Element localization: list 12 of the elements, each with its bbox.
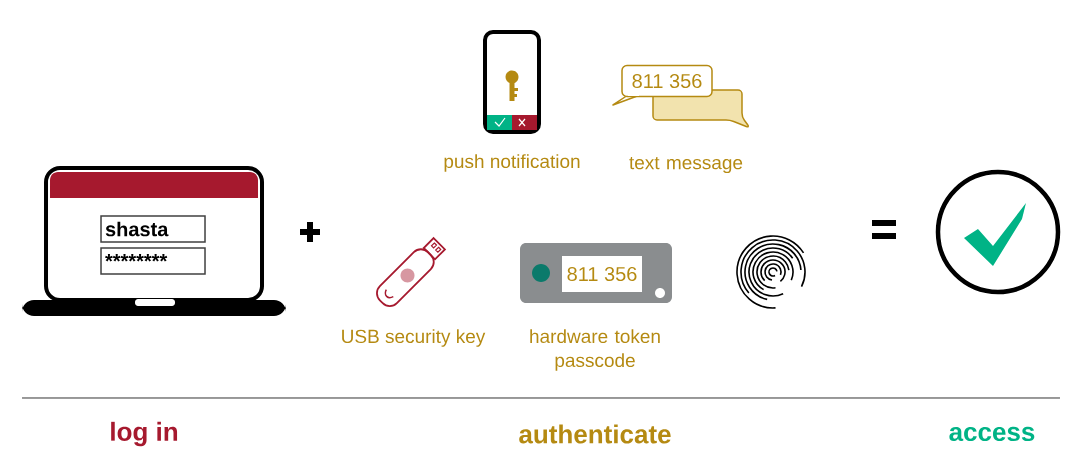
node-label: 811 356 <box>632 73 702 89</box>
section-heading: log in <box>111 421 178 447</box>
caption: push notification <box>444 154 580 172</box>
section-heading: authenticate <box>519 424 671 444</box>
section-heading: access <box>949 426 1035 442</box>
speech-bubbles: 811 356 <box>612 64 750 128</box>
node-label: text message <box>629 156 743 174</box>
input-field: ******** <box>100 247 206 275</box>
input-field: shasta <box>100 215 206 243</box>
token-display: 811 356 <box>562 256 642 292</box>
caption: USB security key <box>342 329 486 347</box>
node-label: hardware token passcode <box>530 329 660 371</box>
